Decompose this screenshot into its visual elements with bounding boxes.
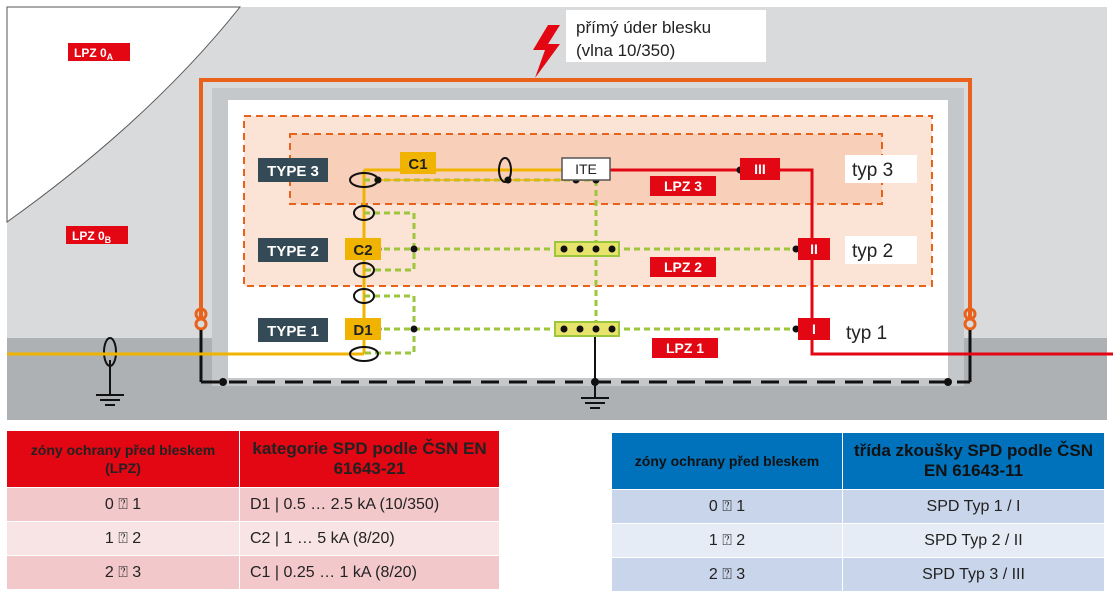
conductor-loop-left — [194, 307, 208, 331]
svg-text:C2: C2 — [353, 242, 372, 259]
table-cell: D1 | 0.5 … 2.5 kA (10/350) — [239, 487, 500, 522]
spd-test-class-table: zóny ochrany před bleskem třída zkoušky … — [611, 432, 1105, 592]
svg-text:LPZ 1: LPZ 1 — [666, 340, 704, 356]
label-type3: TYPE 3 — [258, 158, 328, 182]
table-row: 2 ⍰ 3 C1 | 0.25 … 1 kA (8/20) — [6, 555, 500, 590]
label-lpz1: LPZ 1 — [652, 338, 718, 358]
busbar-lpz2 — [554, 241, 620, 257]
table-header-row: zóny ochrany před bleskem (LPZ) kategori… — [6, 430, 500, 488]
table-row: 0 ⍰ 1 D1 | 0.5 … 2.5 kA (10/350) — [6, 487, 500, 522]
table-row: 1 ⍰ 2 C2 | 1 … 5 kA (8/20) — [6, 521, 500, 556]
table-header-cell: zóny ochrany před bleskem (LPZ) — [6, 430, 240, 488]
label-lpz0b: LPZ 0B — [66, 226, 128, 245]
table-cell: 0 ⍰ 1 — [611, 489, 843, 524]
ite-box: ITE — [561, 157, 611, 181]
svg-text:C1: C1 — [408, 156, 427, 173]
svg-text:LPZ 0B: LPZ 0B — [72, 229, 112, 245]
power-line — [596, 168, 1113, 356]
table-row: 2 ⍰ 3 SPD Typ 3 / III — [611, 557, 1105, 592]
air-termination — [199, 78, 972, 318]
svg-text:D1: D1 — [353, 322, 372, 339]
label-typ2: typ 2 — [852, 241, 893, 262]
busbar-lpz1 — [554, 321, 620, 337]
label-roman-3: III — [740, 158, 780, 180]
label-type2: TYPE 2 — [258, 238, 328, 262]
lpz-category-table: zóny ochrany před bleskem (LPZ) kategori… — [6, 430, 500, 590]
table-cell: SPD Typ 3 / III — [842, 557, 1105, 592]
table-header-cell: třída zkoušky SPD podle ČSN EN 61643-11 — [842, 432, 1105, 490]
table-header-cell: zóny ochrany před bleskem — [611, 432, 843, 490]
table-header-cell: kategorie SPD podle ČSN EN 61643-21 — [239, 430, 500, 488]
table-cell: C1 | 0.25 … 1 kA (8/20) — [239, 555, 500, 590]
svg-text:TYPE 3: TYPE 3 — [267, 163, 319, 180]
lpz-diagram: LPZ 0A LPZ 0B LPZ 3 LPZ 2 LPZ 1 TYPE 3 T… — [6, 6, 1113, 420]
lightning-bolt-icon — [533, 25, 560, 78]
table-cell: 1 ⍰ 2 — [611, 523, 843, 558]
label-typ3: typ 3 — [852, 160, 893, 181]
strike-caption-line1: přímý úder blesku — [576, 18, 711, 37]
table-cell: 0 ⍰ 1 — [6, 487, 240, 522]
svg-text:II: II — [810, 241, 818, 257]
svg-text:I: I — [812, 321, 816, 337]
table-cell: 2 ⍰ 3 — [6, 555, 240, 590]
svg-text:TYPE 2: TYPE 2 — [267, 243, 319, 260]
table-cell: 2 ⍰ 3 — [611, 557, 843, 592]
table-header-row: zóny ochrany před bleskem třída zkoušky … — [611, 432, 1105, 490]
svg-text:LPZ 0A: LPZ 0A — [74, 46, 114, 62]
label-roman-2: II — [798, 238, 830, 260]
label-type1: TYPE 1 — [258, 318, 328, 342]
label-c2: C2 — [345, 238, 381, 260]
label-c1: C1 — [400, 152, 436, 174]
label-lpz2: LPZ 2 — [650, 257, 716, 277]
svg-text:III: III — [754, 161, 766, 177]
table-cell: 1 ⍰ 2 — [6, 521, 240, 556]
label-roman-1: I — [798, 318, 830, 340]
label-typ1: typ 1 — [846, 323, 887, 344]
conductor-loop-right — [963, 307, 977, 331]
svg-text:TYPE 1: TYPE 1 — [267, 323, 319, 340]
label-lpz0a: LPZ 0A — [68, 43, 130, 62]
label-lpz3: LPZ 3 — [650, 176, 716, 196]
strike-caption-line2: (vlna 10/350) — [576, 41, 675, 60]
table-cell: C2 | 1 … 5 kA (8/20) — [239, 521, 500, 556]
svg-text:LPZ 2: LPZ 2 — [664, 259, 702, 275]
label-d1: D1 — [345, 318, 381, 340]
table-cell: SPD Typ 1 / I — [842, 489, 1105, 524]
svg-text:ITE: ITE — [575, 161, 597, 177]
ground-symbol-left — [96, 337, 124, 406]
lpz0a-region — [6, 6, 242, 223]
ground-symbol-center — [581, 336, 609, 409]
table-cell: SPD Typ 2 / II — [842, 523, 1105, 558]
svg-text:LPZ 3: LPZ 3 — [664, 178, 702, 194]
table-row: 1 ⍰ 2 SPD Typ 2 / II — [611, 523, 1105, 558]
table-row: 0 ⍰ 1 SPD Typ 1 / I — [611, 489, 1105, 524]
